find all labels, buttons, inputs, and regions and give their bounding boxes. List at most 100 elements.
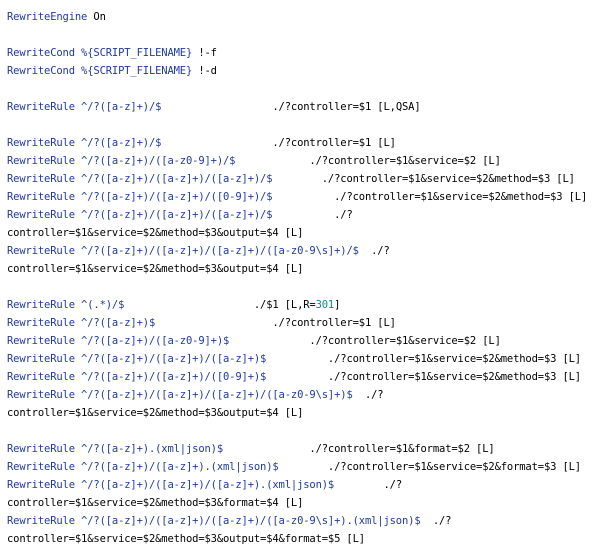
code-token-rx: ^/?([a-z]+)/([a-z]+)/([a-z]+)/$: [74, 209, 273, 221]
code-line: RewriteEngine On: [7, 8, 106, 26]
code-line: RewriteRule ^/?([a-z]+)/([a-z]+)/([a-z]+…: [7, 206, 353, 224]
code-line: RewriteRule ^/?([a-z]+)/$ ./?controller=…: [7, 98, 421, 116]
code-token-rx: ^/?([a-z]+)/([a-z]+)/([a-z]+)/([a-z0-9\s…: [74, 389, 353, 401]
code-token-kw: RewriteRule: [7, 245, 75, 257]
code-token-var: %{SCRIPT_FILENAME}: [74, 65, 193, 77]
code-line: RewriteRule ^/?([a-z]+)/([a-z]+)/([0-9]+…: [7, 188, 587, 206]
code-line: controller=$1&service=$2&method=$3&forma…: [7, 494, 303, 512]
code-line: RewriteRule ^/?([a-z]+).(xml|json)$ ./?c…: [7, 440, 495, 458]
code-token-flag: [L,QSA]: [371, 101, 421, 113]
code-token-rx: ^/?([a-z]+)$: [74, 317, 156, 329]
code-line: RewriteRule ^/?([a-z]+)/([a-z]+)/([a-z]+…: [7, 512, 452, 530]
code-token-rx: ^/?([a-z]+)/([a-z]+)/([a-z]+).(xml|json)…: [74, 479, 335, 491]
code-token-sub: ./?controller=$1: [155, 317, 372, 329]
code-token-flag: [L]: [469, 443, 495, 455]
code-token-kw: RewriteRule: [7, 209, 75, 221]
code-token-num: 301: [315, 299, 335, 311]
code-token-sub: ./?controller=$1&format=$2: [223, 443, 470, 455]
code-line: RewriteRule ^/?([a-z]+)/([a-z0-9]+)$ ./?…: [7, 332, 501, 350]
code-token-rx: ^/?([a-z]+)/([a-z]+)/([a-z]+)/$: [74, 173, 273, 185]
code-line: RewriteCond %{SCRIPT_FILENAME} !-f: [7, 44, 217, 62]
code-token-sub: controller=$1&service=$2&method=$3&forma…: [7, 497, 279, 509]
code-token-sub: ./?: [334, 479, 402, 491]
code-token-flag: [L]: [371, 317, 396, 329]
code-token-kw: RewriteCond: [7, 47, 75, 59]
code-token-op: !-f: [192, 47, 217, 59]
code-token-sub: ./?controller=$1&service=$2&method=$3: [272, 173, 551, 185]
code-token-sub: ./?controller=$1&service=$2: [229, 335, 477, 347]
code-line: RewriteRule ^/?([a-z]+)/([a-z]+)/([a-z]+…: [7, 242, 390, 260]
code-line: controller=$1&service=$2&method=$3&outpu…: [7, 224, 303, 242]
code-line: RewriteCond %{SCRIPT_FILENAME} !-d: [7, 62, 217, 80]
code-line: RewriteRule ^/?([a-z]+)/([a-z]+)/([a-z]+…: [7, 386, 384, 404]
code-token-sub: controller=$1&service=$2&method=$3&outpu…: [7, 263, 279, 275]
code-line: RewriteRule ^/?([a-z]+)$ ./?controller=$…: [7, 314, 396, 332]
code-token-kw: RewriteRule: [7, 317, 75, 329]
code-token-op: !-d: [192, 65, 217, 77]
code-token-kw: RewriteRule: [7, 479, 75, 491]
code-token-sub: ./?controller=$1&service=$2: [235, 155, 477, 167]
code-token-flag: [L]: [278, 407, 304, 419]
code-token-flag: [L]: [371, 137, 396, 149]
code-token-flag: [L]: [278, 497, 304, 509]
code-token-sub: ./?: [352, 389, 384, 401]
code-token-kw: RewriteRule: [7, 173, 75, 185]
code-token-flag: [L]: [556, 371, 581, 383]
code-token-rx: ^/?([a-z]+)/([a-z]+).(xml|json)$: [74, 461, 279, 473]
code-token-flag: [L,R=: [278, 299, 316, 311]
code-token-kw: RewriteRule: [7, 191, 75, 203]
code-token-kw: RewriteRule: [7, 299, 75, 311]
code-token-kw: RewriteRule: [7, 461, 75, 473]
code-line: RewriteRule ^/?([a-z]+)/([a-z]+).(xml|js…: [7, 458, 581, 476]
code-token-flag: [L]: [278, 227, 304, 239]
code-line: RewriteRule ^/?([a-z]+)/([a-z]+)/([0-9]+…: [7, 368, 581, 386]
code-token-rx: ^/?([a-z]+)/([a-z]+)/([0-9]+)/$: [74, 191, 273, 203]
code-token-flag: [L]: [278, 263, 304, 275]
code-token-rx: ^/?([a-z]+)/([a-z]+)/([a-z]+)/([a-z0-9\s…: [74, 515, 421, 527]
code-line: RewriteRule ^/?([a-z]+)/([a-z]+)/([a-z]+…: [7, 170, 575, 188]
code-token-flag: [L]: [340, 533, 365, 545]
code-token-kw: RewriteRule: [7, 515, 75, 527]
code-token-sub: controller=$1&service=$2&method=$3&outpu…: [7, 227, 279, 239]
code-token-kw: RewriteRule: [7, 371, 75, 383]
code-token-flag: [L]: [550, 173, 575, 185]
code-token-kw: RewriteCond: [7, 65, 75, 77]
code-line: RewriteRule ^/?([a-z]+)/([a-z]+)/([a-z]+…: [7, 476, 402, 494]
code-token-flag: [L]: [476, 335, 501, 347]
code-line: controller=$1&service=$2&method=$3&outpu…: [7, 404, 303, 422]
code-line: RewriteRule ^/?([a-z]+)/$ ./?controller=…: [7, 134, 396, 152]
code-token-sub: ./?controller=$1: [161, 101, 372, 113]
code-token-flag: [L]: [556, 461, 581, 473]
code-token-sub: ./?controller=$1&service=$2&method=$3: [272, 191, 563, 203]
code-token-kw: RewriteRule: [7, 389, 75, 401]
code-token-sub: ./?controller=$1: [161, 137, 372, 149]
code-token-rx: ^/?([a-z]+)/([a-z0-9]+)$: [74, 335, 230, 347]
code-token-kw: RewriteRule: [7, 353, 75, 365]
code-token-sub: controller=$1&service=$2&method=$3&outpu…: [7, 407, 279, 419]
code-token-sub: controller=$1&service=$2&method=$3&outpu…: [7, 533, 341, 545]
code-token-flag: [L]: [476, 155, 501, 167]
code-token-rx: ^/?([a-z]+)/([a-z]+)/([a-z]+)/([a-z0-9\s…: [74, 245, 359, 257]
code-token-sub: ./?: [358, 245, 390, 257]
code-token-flag: ]: [334, 299, 341, 311]
code-line: controller=$1&service=$2&method=$3&outpu…: [7, 260, 303, 278]
code-token-kw: RewriteEngine: [7, 11, 88, 23]
code-line: RewriteRule ^/?([a-z]+)/([a-z0-9]+)/$ ./…: [7, 152, 501, 170]
code-token-rx: ^/?([a-z]+)/$: [74, 137, 162, 149]
code-token-rx: ^(.*)/$: [74, 299, 125, 311]
code-line: RewriteRule ^(.*)/$ ./$1 [L,R=301]: [7, 296, 340, 314]
code-token-sub: ./?: [272, 209, 353, 221]
code-line: RewriteRule ^/?([a-z]+)/([a-z]+)/([a-z]+…: [7, 350, 581, 368]
code-token-sub: ./$1: [124, 299, 279, 311]
code-token-rx: ^/?([a-z]+)/([a-z]+)/([0-9]+)$: [74, 371, 267, 383]
code-token-sub: ./?controller=$1&service=$2&method=$3: [266, 353, 557, 365]
code-token-rx: ^/?([a-z]+)/([a-z0-9]+)/$: [74, 155, 236, 167]
code-token-sub: On: [87, 11, 106, 23]
code-token-kw: RewriteRule: [7, 101, 75, 113]
code-line: controller=$1&service=$2&method=$3&outpu…: [7, 530, 365, 548]
code-token-flag: [L]: [556, 353, 581, 365]
code-token-kw: RewriteRule: [7, 137, 75, 149]
code-token-rx: ^/?([a-z]+)/([a-z]+)/([a-z]+)$: [74, 353, 267, 365]
code-token-sub: ./?controller=$1&service=$2&method=$3: [266, 371, 557, 383]
